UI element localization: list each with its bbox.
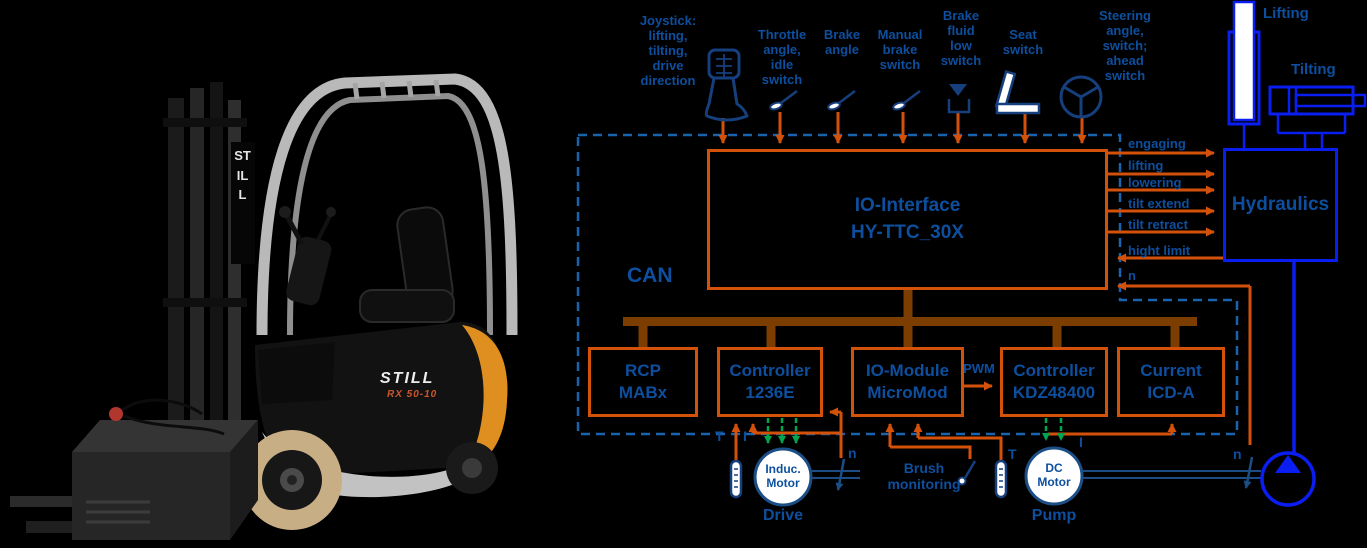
orange-rear-panel	[462, 325, 508, 471]
joystick-icon	[704, 48, 749, 122]
steering-wheel-icon	[1059, 75, 1103, 119]
lifting-cylinder	[1227, 0, 1261, 148]
current-icd-a-box: Current ICD-A	[1117, 347, 1225, 417]
seat-switch-icon	[994, 70, 1041, 115]
label-throttle: Throttle angle, idle switch	[757, 27, 807, 88]
body-brand-text: STILL	[380, 370, 435, 387]
label-lowering: lowering	[1128, 175, 1182, 190]
battery-charger	[72, 398, 258, 540]
brake-fluid-icon	[947, 84, 971, 114]
motor-feedback-lines	[731, 407, 1177, 462]
label-tilt-retract: tilt retract	[1128, 217, 1188, 232]
label-tilting-actuator: Tilting	[1291, 61, 1336, 78]
hydraulics-box: Hydraulics	[1223, 148, 1338, 262]
hydraulic-signal-lines	[1108, 148, 1252, 445]
brake-switch-icon	[827, 90, 856, 111]
label-manual-brake: Manual brake switch	[877, 27, 923, 73]
io-module-micromod-box: IO-Module MicroMod	[851, 347, 964, 417]
label-pump-t: T	[1008, 446, 1017, 462]
label-drive: Drive	[762, 507, 804, 524]
label-drive-t: T	[715, 428, 724, 444]
label-n-feedback: n	[1128, 268, 1136, 283]
label-engaging: engaging	[1128, 136, 1186, 151]
front-wheel	[242, 430, 342, 530]
controller-1236e-box: Controller 1236E	[717, 347, 823, 417]
hydraulic-parts	[1227, 0, 1367, 507]
brush-switch-icon	[957, 460, 977, 486]
forklift-photo	[10, 73, 518, 540]
pump-speed-arrow	[1243, 456, 1254, 489]
body-model-text: RX 50-10	[387, 389, 438, 400]
label-pump-n: n	[1233, 446, 1242, 462]
seat	[359, 206, 455, 323]
label-brush-monitoring: Brush monitoring	[887, 460, 961, 493]
label-pump-i: I	[1079, 434, 1083, 450]
dc-motor-circle	[1024, 446, 1084, 506]
label-brake-fluid: Brake fluid low switch	[940, 8, 982, 69]
controller-kdz48400-box: Controller KDZ48400	[1000, 347, 1108, 417]
label-brake: Brake angle	[823, 27, 861, 58]
label-induction-motor: Induc. Motor	[765, 462, 801, 490]
red-plug	[109, 407, 123, 421]
sensor-icons	[704, 48, 1103, 122]
label-seat-switch: Seat switch	[1002, 27, 1044, 58]
rear-wheel	[446, 442, 498, 494]
label-tilt-extend: tilt extend	[1128, 196, 1190, 211]
sensor-input-arrows	[718, 112, 1087, 144]
pump-symbol	[1260, 451, 1316, 507]
dashed-system-boundary	[576, 133, 1239, 436]
induction-motor-circle	[753, 447, 813, 507]
label-pump: Pump	[1031, 507, 1077, 524]
throttle-switch-icon	[769, 90, 798, 111]
drive-speed-arrow	[835, 458, 846, 491]
label-drive-n: n	[848, 445, 857, 461]
rcp-mabx-box: RCP MABx	[588, 347, 698, 417]
label-drive-i: I	[743, 428, 747, 444]
io-interface-box: IO-Interface HY-TTC_30X	[707, 149, 1108, 290]
label-dc-motor: DC Motor	[1037, 461, 1071, 489]
green-phase-arrows	[764, 418, 1065, 444]
label-pwm: PWM	[963, 361, 995, 376]
label-hight-limit: hight limit	[1128, 243, 1191, 258]
label-can: CAN	[627, 264, 673, 287]
manual-brake-switch-icon	[892, 90, 921, 111]
mast-brand-text: STILL	[234, 148, 251, 202]
thermometer-icon-pump	[994, 459, 1008, 499]
label-joystick: Joystick: lifting, tilting, drive direct…	[639, 13, 697, 89]
tilting-cylinder	[1268, 85, 1367, 148]
steering-console	[279, 206, 336, 306]
label-lifting-actuator: Lifting	[1263, 5, 1309, 22]
label-lifting-signal: lifting	[1128, 158, 1164, 173]
label-steering: Steering angle, switch; ahead switch	[1098, 8, 1151, 84]
overhead-guard	[256, 73, 518, 336]
can-bus	[623, 290, 1197, 348]
thermometer-icon-drive	[729, 459, 743, 499]
motor-shafts	[812, 456, 1261, 491]
